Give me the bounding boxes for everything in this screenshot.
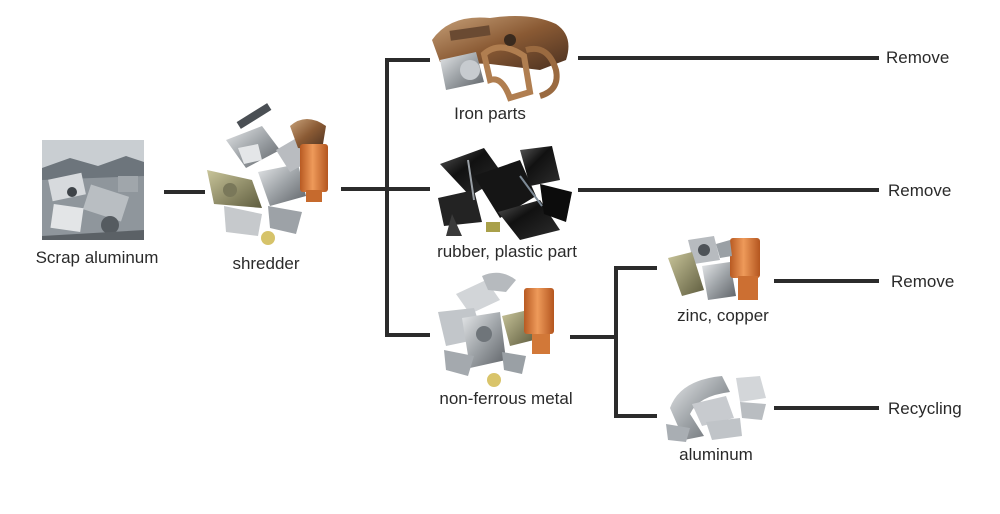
zinc-copper-label: zinc, copper [677, 306, 769, 325]
iron-outcome-label: Remove [886, 48, 950, 67]
aluminum-image [666, 376, 766, 442]
scrap-aluminum-image [42, 140, 144, 240]
aluminum-label: aluminum [679, 445, 753, 464]
iron-parts-label: Iron parts [454, 104, 526, 123]
iron-parts-image [432, 16, 569, 102]
rubber-plastic-image [438, 146, 572, 240]
non-ferrous-metal-label: non-ferrous metal [439, 389, 573, 408]
shredder-label: shredder [232, 254, 300, 273]
zinc-outcome-label: Remove [891, 272, 955, 291]
aluminum-outcome-label: Recycling [888, 399, 962, 418]
rubber-plastic-label: rubber, plastic part [437, 242, 577, 261]
non-ferrous-metal-image [438, 272, 554, 387]
zinc-copper-image [668, 236, 760, 300]
shredder-scrap-pile-image [207, 103, 328, 245]
rubber-outcome-label: Remove [888, 181, 952, 200]
connector-lines [164, 56, 879, 418]
scrap-aluminum-label: Scrap aluminum [35, 248, 159, 267]
